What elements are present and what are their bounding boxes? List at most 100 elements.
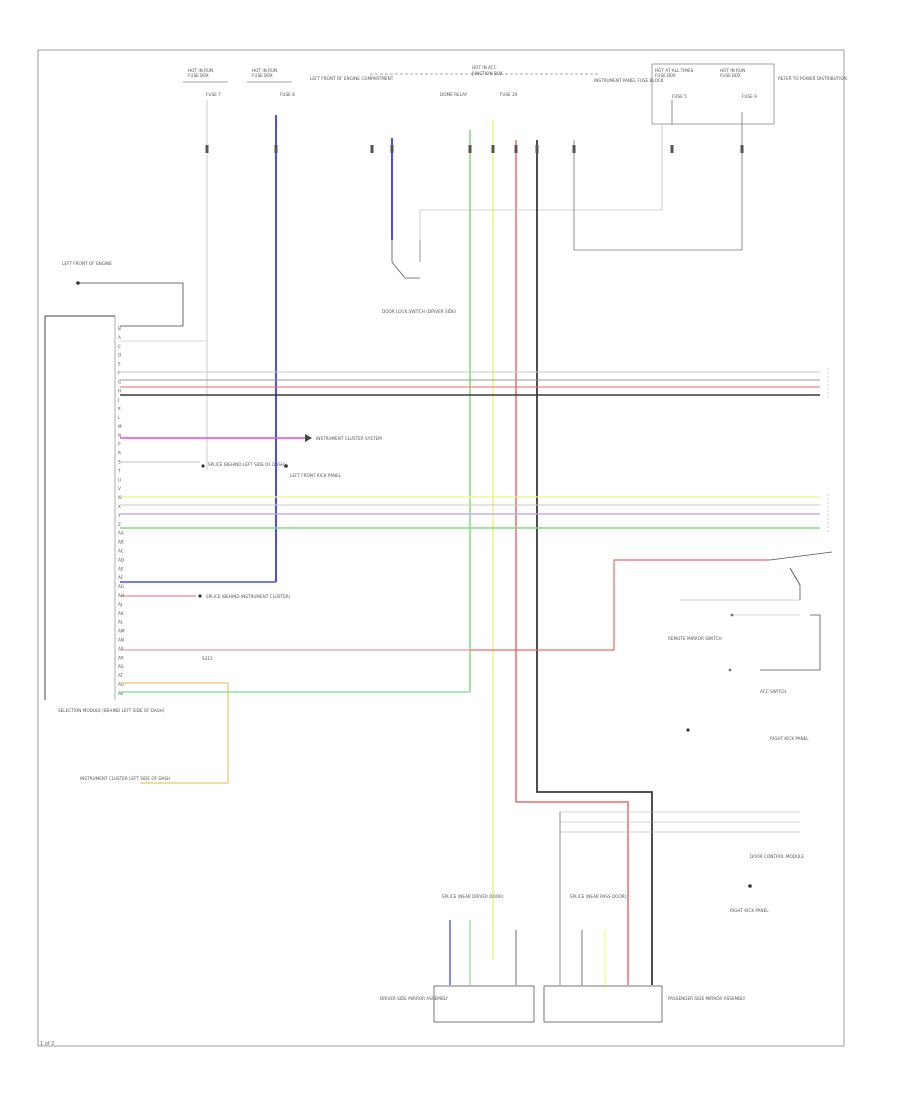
wire-pink: S315: [120, 559, 770, 661]
fuse-5-label: FUSE 9: [742, 94, 757, 99]
module-pin-38: AS: [118, 664, 124, 669]
fuse-1-sub: FUSE BOX: [188, 73, 209, 78]
wire-magenta: [120, 434, 312, 442]
fuse-5-sub: FUSE BOX: [720, 73, 741, 78]
module-pin-27: AE: [118, 566, 124, 571]
module-pin-22: Z: [118, 522, 121, 527]
wire-black: [536, 140, 653, 985]
module-pin-39: AT: [118, 673, 124, 678]
fuse-group-3: HOT IN ACC JUNCTION BOX FUSE 20: [370, 65, 600, 97]
fuse-3-label: FUSE 20: [500, 92, 518, 97]
connector-marker-9: [670, 145, 674, 153]
module-pin-26: AD: [118, 557, 124, 562]
module-pin-17: U: [118, 477, 121, 482]
passenger-splice-note: SPLICE (NEAR PASS DOOR): [570, 894, 627, 899]
connector-marker-0: [205, 145, 209, 153]
connector-marker-5: [491, 145, 495, 153]
fuse-4-title: HOT AT ALL TIMES: [655, 68, 694, 73]
wire-red: [515, 140, 629, 985]
door-lock-switch: DOOR LOCK SWITCH (DRIVER SIDE): [382, 124, 663, 314]
passenger-mirror-connector: SPLICE (NEAR PASS DOOR) PASSENGER SIDE M…: [543, 812, 746, 1023]
fuse-1-title: HOT IN RUN: [188, 68, 213, 73]
note-left-top: LEFT FRONT OF ENGINE COMPARTMENT: [310, 76, 394, 81]
left-ground-label: LEFT FRONT OF ENGINE: [62, 261, 112, 266]
left-ground-icon: [76, 281, 80, 285]
module-pin-15: S: [118, 460, 121, 465]
splice-2: SPLICE (BEHIND INSTRUMENT CLUSTER): [120, 594, 291, 599]
remote-mirror-switch: REMOTE MIRROR SWITCH ACC SWITCH RIGHT KI…: [668, 551, 833, 741]
diagram-border: [37, 49, 845, 1047]
module-pin-31: AJ: [118, 602, 122, 607]
top-connector-markers: [205, 145, 744, 153]
connector-marker-6: [514, 145, 518, 153]
module-pin-14: R: [118, 451, 121, 456]
driver-mirror-title: DRIVER SIDE MIRROR ASSEMBLY: [380, 996, 449, 1001]
module-pin-32: AK: [118, 611, 124, 616]
door-control-module: DOOR CONTROL MODULE RIGHT KICK PANEL: [560, 811, 804, 913]
wire-gray-right: [573, 100, 743, 251]
module-pin-3: D: [118, 353, 121, 358]
module-pin-21: Y: [117, 513, 121, 518]
wire-tag: S315: [202, 656, 213, 661]
module-pin-0: B: [118, 326, 121, 331]
footer-code: 1 of 2: [40, 1041, 55, 1047]
instrument-cluster-label: INSTRUMENT CLUSTER SYSTEM: [316, 436, 382, 441]
fuse-group-1: HOT IN RUN FUSE BOX FUSE 7: [183, 68, 228, 97]
splice-2-label: SPLICE (BEHIND INSTRUMENT CLUSTER): [206, 594, 291, 599]
note-far-right: REFER TO POWER DISTRIBUTION: [778, 76, 847, 81]
module-pin-20: X: [118, 504, 121, 509]
module-pin-1: A: [118, 335, 121, 340]
splice-1-label: SPLICE (BEHIND LEFT SIDE OF DASH): [208, 462, 286, 467]
module-pin-5: F: [118, 371, 121, 376]
module-pin-13: P: [118, 442, 121, 447]
module-pin-28: AF: [118, 575, 124, 580]
connector-marker-3: [390, 145, 394, 153]
fuse-4-label: FUSE 5: [672, 94, 687, 99]
module-pin-8: J: [117, 397, 119, 402]
dome-relay-label: DOME RELAY: [440, 92, 468, 97]
fuse-2-sub: FUSE BOX: [252, 73, 273, 78]
module-pin-4: E: [118, 362, 121, 367]
module-pin-40: AU: [118, 682, 124, 687]
ground-left-label: LEFT FRONT KICK PANEL: [290, 473, 342, 478]
connector-marker-10: [740, 145, 744, 153]
door-module-title: DOOR CONTROL MODULE: [750, 854, 804, 859]
module-pin-9: K: [118, 406, 121, 411]
acc-switch-label: ACC SWITCH: [760, 689, 786, 694]
module-title: SELECTION MODULE (BEHIND LEFT SIDE OF DA…: [58, 708, 165, 713]
wire-white-fuse1: [120, 100, 208, 470]
fuse-3-title: HOT IN ACC: [472, 65, 497, 70]
module-pin-12: N: [118, 433, 121, 438]
module-pin-23: AA: [118, 531, 124, 536]
module-pin-11: M: [118, 424, 122, 429]
fuse-2-label: FUSE 8: [280, 92, 295, 97]
wire-blue-fuse2: [120, 115, 277, 583]
mirror-switch-title: REMOTE MIRROR SWITCH: [668, 636, 722, 641]
driver-splice-note: SPLICE (NEAR DRIVER DOOR): [442, 894, 504, 899]
wire-orange: [120, 682, 229, 784]
selection-module-outline: [44, 315, 115, 700]
module-pin-29: AG: [118, 584, 124, 589]
passenger-mirror-title: PASSENGER SIDE MIRROR ASSEMBLY: [668, 996, 746, 1001]
module-pin-labels: BACDEFGHJKLMNPRSTUVWXYZAAABACADAEAFAGAHA…: [117, 326, 125, 696]
connector-marker-1: [274, 145, 278, 153]
connector-marker-4: [468, 145, 472, 153]
driver-mirror-connector: SPLICE (NEAR DRIVER DOOR) DRIVER SIDE MI…: [380, 894, 535, 1023]
fuse-group-5: HOT IN RUN FUSE BOX FUSE 9: [720, 68, 757, 99]
fuse-group-2: HOT IN RUN FUSE BOX FUSE 8: [247, 68, 295, 97]
fuse-group-4: HOT AT ALL TIMES FUSE BOX FUSE 5: [655, 68, 694, 99]
fuse-3-sub: JUNCTION BOX: [471, 71, 503, 76]
bottom-ground-label: RIGHT KICK PANEL: [730, 908, 769, 913]
module-pin-36: AP: [118, 646, 124, 651]
module-pin-37: AR: [118, 655, 124, 660]
note-right-top: INSTRUMENT PANEL FUSE BLOCK: [594, 78, 664, 83]
module-pin-34: AM: [118, 629, 125, 634]
fuse-4-sub: FUSE BOX: [655, 73, 676, 78]
module-pin-35: AN: [118, 638, 124, 643]
connector-marker-7: [535, 145, 539, 153]
right-ground-label: RIGHT KICK PANEL: [770, 736, 809, 741]
connector-marker-8: [572, 145, 576, 153]
splice-1: SPLICE (BEHIND LEFT SIDE OF DASH): [120, 461, 286, 468]
module-pin-2: C: [118, 344, 121, 349]
